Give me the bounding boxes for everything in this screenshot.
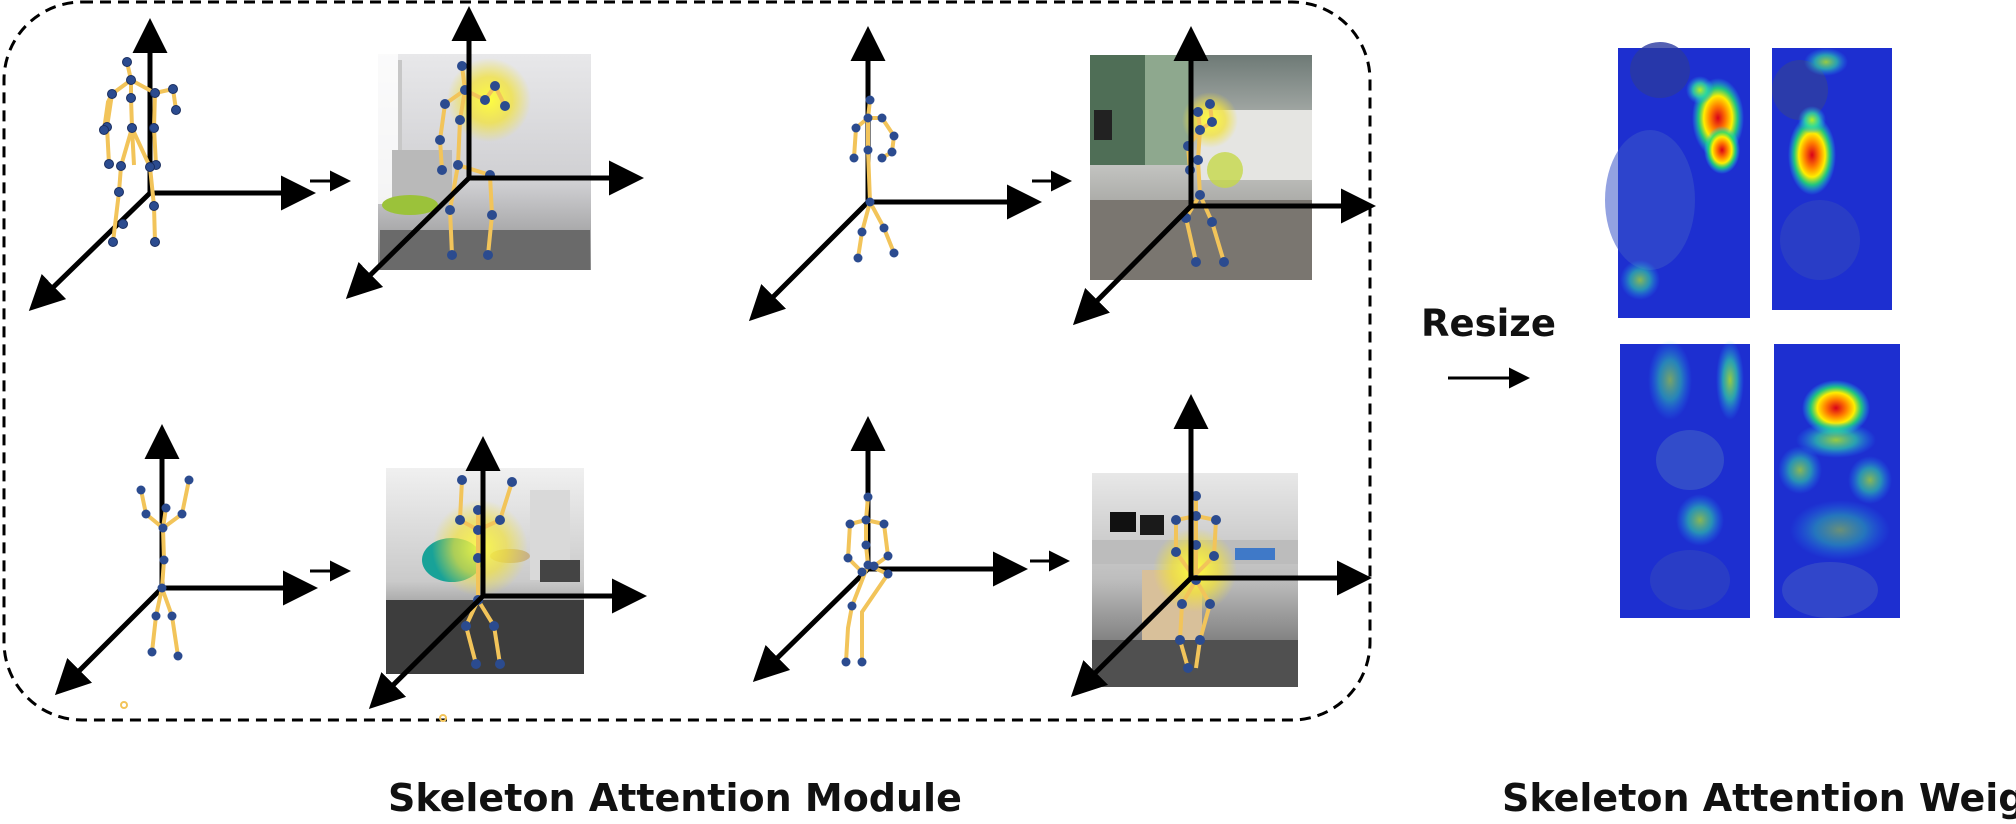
rgb-frame-3: [368, 436, 647, 722]
skeleton-bones: [102, 61, 178, 243]
heatmap-2: [1772, 48, 1892, 310]
heatmap-1: [1605, 42, 1750, 318]
skeleton-joints: [99, 57, 181, 247]
resize-label: Resize: [1421, 302, 1556, 345]
rgb-frame-4: [1070, 394, 1372, 698]
module-boundary: [2, 0, 1372, 722]
skeleton-plot-3: [54, 424, 318, 709]
rgb-frame-1: [345, 6, 644, 300]
module-caption: Skeleton Attention Module: [388, 776, 962, 820]
weights-caption: Skeleton Attention Weights: [1502, 776, 2016, 820]
skeleton-plot-2: [748, 26, 1042, 322]
rgb-frame-2: [1072, 26, 1376, 326]
heatmap-4: [1774, 344, 1900, 618]
skeleton-plot-1: [28, 18, 316, 311]
skeleton-plot-4: [752, 416, 1028, 683]
axis-y: [28, 191, 152, 311]
heatmap-3: [1620, 340, 1750, 618]
